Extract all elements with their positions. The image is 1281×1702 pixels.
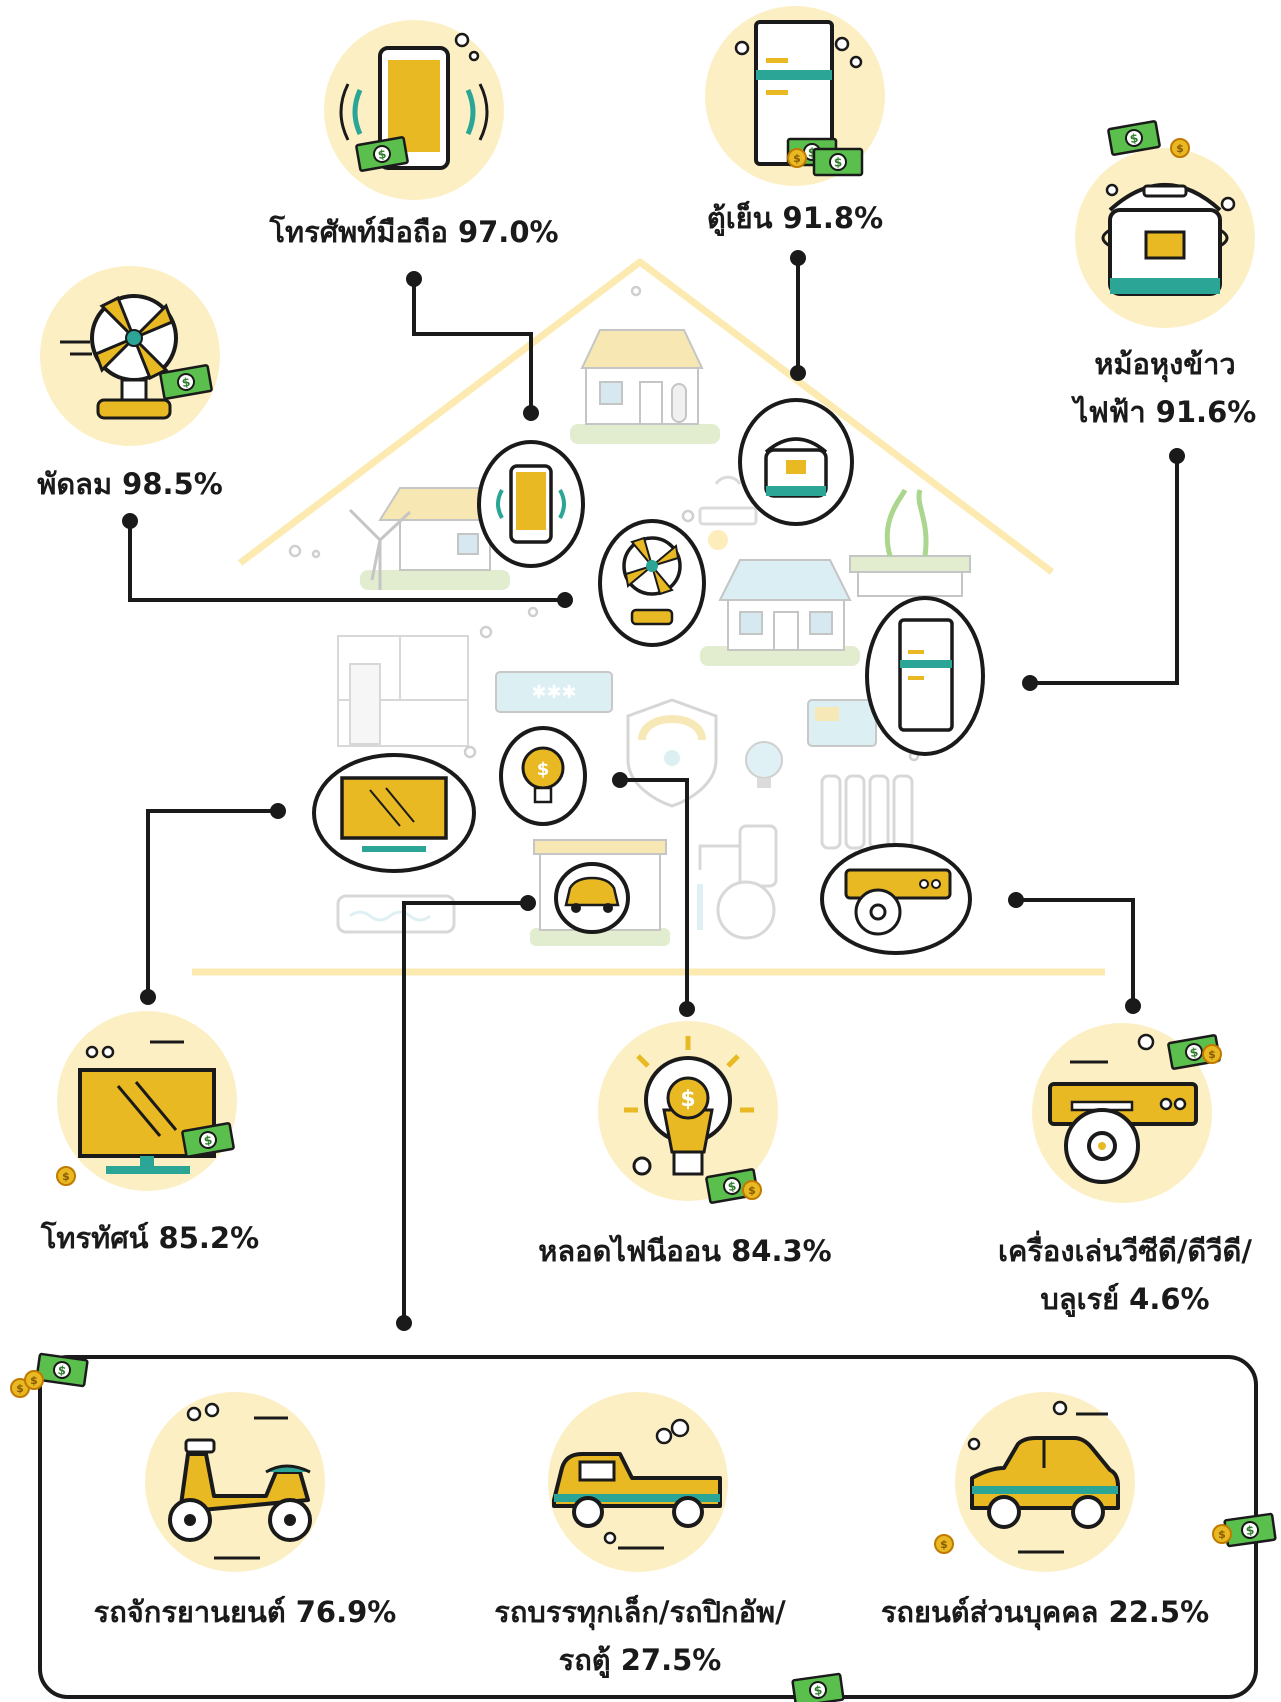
solar-house-icon bbox=[700, 530, 860, 666]
dvd-label-line2: บลูเรย์ 4.6% bbox=[1040, 1282, 1210, 1316]
house-rice-cooker-oval bbox=[738, 398, 854, 526]
keypad-icon: ✱✱✱ bbox=[495, 671, 613, 713]
pickup-label-line1: รถบรรทุกเล็ก/รถปิกอัพ/ bbox=[494, 1595, 786, 1629]
motorcycle-label-text: รถจักรยานยนต์ 76.9% bbox=[93, 1595, 397, 1629]
top-house-icon bbox=[570, 329, 720, 444]
mobile-label: โทรศัพท์มือถือ 97.0% bbox=[264, 208, 564, 256]
house-tv-oval bbox=[312, 753, 476, 873]
pickup-label-line2: รถตู้ 27.5% bbox=[558, 1643, 722, 1677]
connector-dots bbox=[122, 250, 1185, 1331]
tv-label: โทรทัศน์ 85.2% bbox=[30, 1214, 270, 1262]
car-connector bbox=[402, 901, 528, 1323]
house-fan-oval bbox=[598, 519, 706, 647]
rice-cooker-label-line2: ไฟฟ้า 91.6% bbox=[1073, 395, 1257, 429]
dvd-label-line1: เครื่องเล่นวีซีดี/ดีวีดี/ bbox=[998, 1234, 1252, 1268]
electric-fan-icon bbox=[40, 266, 220, 446]
house-dvd-oval bbox=[820, 843, 972, 955]
pickup-truck-icon bbox=[548, 1392, 728, 1572]
bulb-connector bbox=[620, 778, 689, 1009]
dvd-player-icon bbox=[1032, 1023, 1222, 1203]
light-bulb-icon: $ bbox=[598, 1021, 778, 1205]
neon-label-text: หลอดไฟนีออน 84.3% bbox=[538, 1234, 832, 1268]
house-bulb-oval: $ bbox=[499, 726, 587, 826]
car-label: รถยนต์ส่วนบุคคล 22.5% bbox=[870, 1588, 1220, 1636]
rice-cooker-icon bbox=[1075, 119, 1255, 328]
wifi-router-icon bbox=[698, 475, 758, 526]
tv-label-text: โทรทัศน์ 85.2% bbox=[40, 1221, 260, 1255]
vehicles-panel bbox=[10, 1352, 1277, 1702]
in-house-icons: $ bbox=[312, 398, 985, 955]
neon-label: หลอดไฟนีออน 84.3% bbox=[530, 1227, 840, 1275]
rice-cooker-connector bbox=[1030, 456, 1179, 685]
pickup-label: รถบรรทุกเล็ก/รถปิกอัพ/ รถตู้ 27.5% bbox=[470, 1588, 810, 1684]
house-background: ✱✱✱ bbox=[192, 258, 1105, 976]
smart-panel-icon bbox=[807, 699, 877, 747]
fridge-label-text: ตู้เย็น 91.8% bbox=[706, 201, 884, 235]
dvd-label: เครื่องเล่นวีซีดี/ดีวีดี/ บลูเรย์ 4.6% bbox=[975, 1227, 1275, 1323]
car-label-text: รถยนต์ส่วนบุคคล 22.5% bbox=[880, 1595, 1210, 1629]
fan-label-text: พัดลม 98.5% bbox=[37, 467, 223, 501]
mobile-connector bbox=[412, 279, 533, 413]
rice-cooker-label-line1: หม้อหุงข้าว bbox=[1094, 347, 1236, 381]
connector-lines bbox=[128, 258, 1179, 1323]
mobile-label-text: โทรศัพท์มือถือ 97.0% bbox=[269, 215, 559, 249]
radiator-icon bbox=[820, 774, 914, 850]
car-icon bbox=[934, 1392, 1135, 1572]
faucet-icon bbox=[697, 824, 778, 940]
house-car-oval bbox=[554, 862, 630, 934]
television-icon bbox=[56, 1011, 237, 1191]
house-mobile-oval bbox=[477, 440, 585, 568]
plant-pot-icon bbox=[849, 488, 971, 597]
fan-connector bbox=[128, 521, 565, 602]
mobile-phone-icon bbox=[324, 20, 504, 200]
tv-connector bbox=[146, 809, 278, 997]
floor-plan-icon bbox=[337, 635, 469, 747]
refrigerator-icon bbox=[705, 6, 885, 186]
fan-label: พัดลม 98.5% bbox=[30, 460, 230, 508]
svg-text:$: $ bbox=[680, 1087, 695, 1112]
house-fridge-oval bbox=[865, 596, 985, 756]
fridge-label: ตู้เย็น 91.8% bbox=[700, 194, 890, 242]
security-shield-icon bbox=[626, 698, 718, 808]
motorcycle-icon bbox=[145, 1392, 325, 1572]
background-bulb-icon bbox=[745, 741, 783, 788]
svg-text:$: $ bbox=[537, 759, 550, 780]
motorcycle-label: รถจักรยานยนต์ 76.9% bbox=[80, 1588, 410, 1636]
dvd-connector bbox=[1016, 898, 1135, 1006]
rice-cooker-label: หม้อหุงข้าว ไฟฟ้า 91.6% bbox=[1060, 340, 1270, 436]
svg-text:✱✱✱: ✱✱✱ bbox=[531, 682, 576, 703]
windmill-house-icon bbox=[348, 487, 510, 590]
